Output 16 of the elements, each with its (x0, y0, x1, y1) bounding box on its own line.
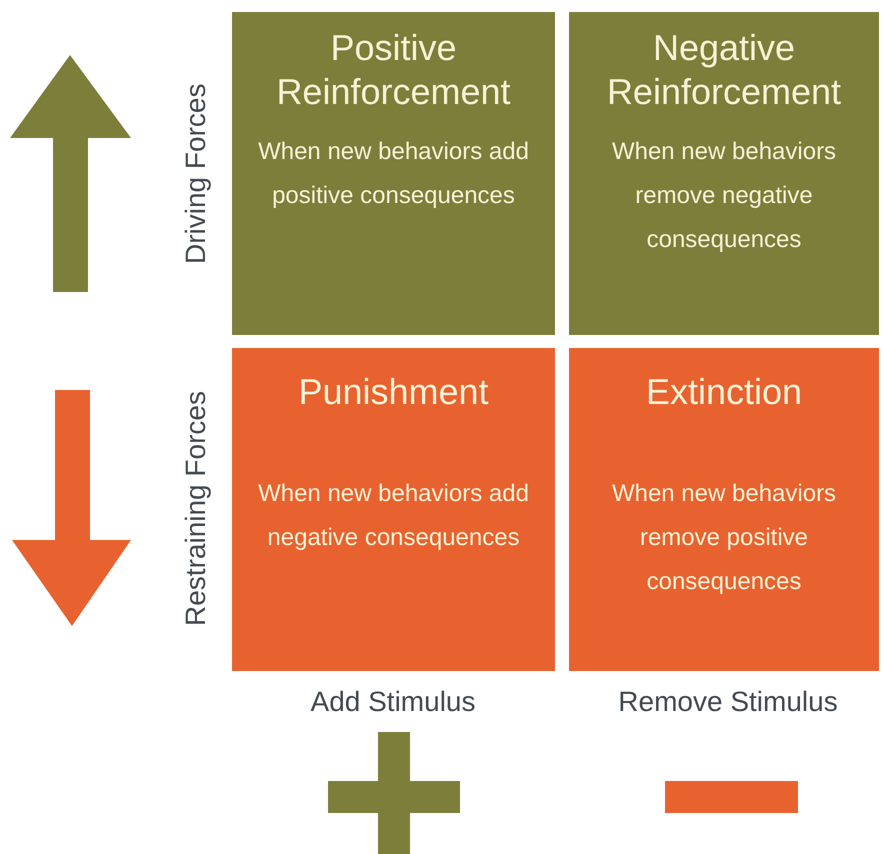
axis-label: Remove Stimulus (618, 686, 838, 718)
quadrant-box (569, 12, 879, 335)
axis-label: Add Stimulus (310, 686, 476, 718)
axis-label: Driving Forces (180, 82, 212, 266)
quadrant-heading: Negative Reinforcement (606, 26, 842, 114)
quadrant-box (569, 348, 879, 671)
quadrant-box (232, 12, 555, 335)
axis-label: Restraining Forces (180, 390, 212, 628)
quadrant-box (232, 348, 555, 671)
quadrant-description: When new behaviors remove positive consequences (610, 479, 838, 597)
quadrant-description: When new behaviors add positive consequences (257, 137, 530, 211)
quadrant-heading: Extinction (646, 370, 802, 414)
quadrant-heading: Positive Reinforcement (275, 26, 512, 114)
quadrant-description: When new behaviors add negative consequences (257, 479, 530, 553)
quadrant-heading: Punishment (298, 370, 489, 414)
quadrant-description: When new behaviors remove negative consequences (610, 137, 838, 255)
